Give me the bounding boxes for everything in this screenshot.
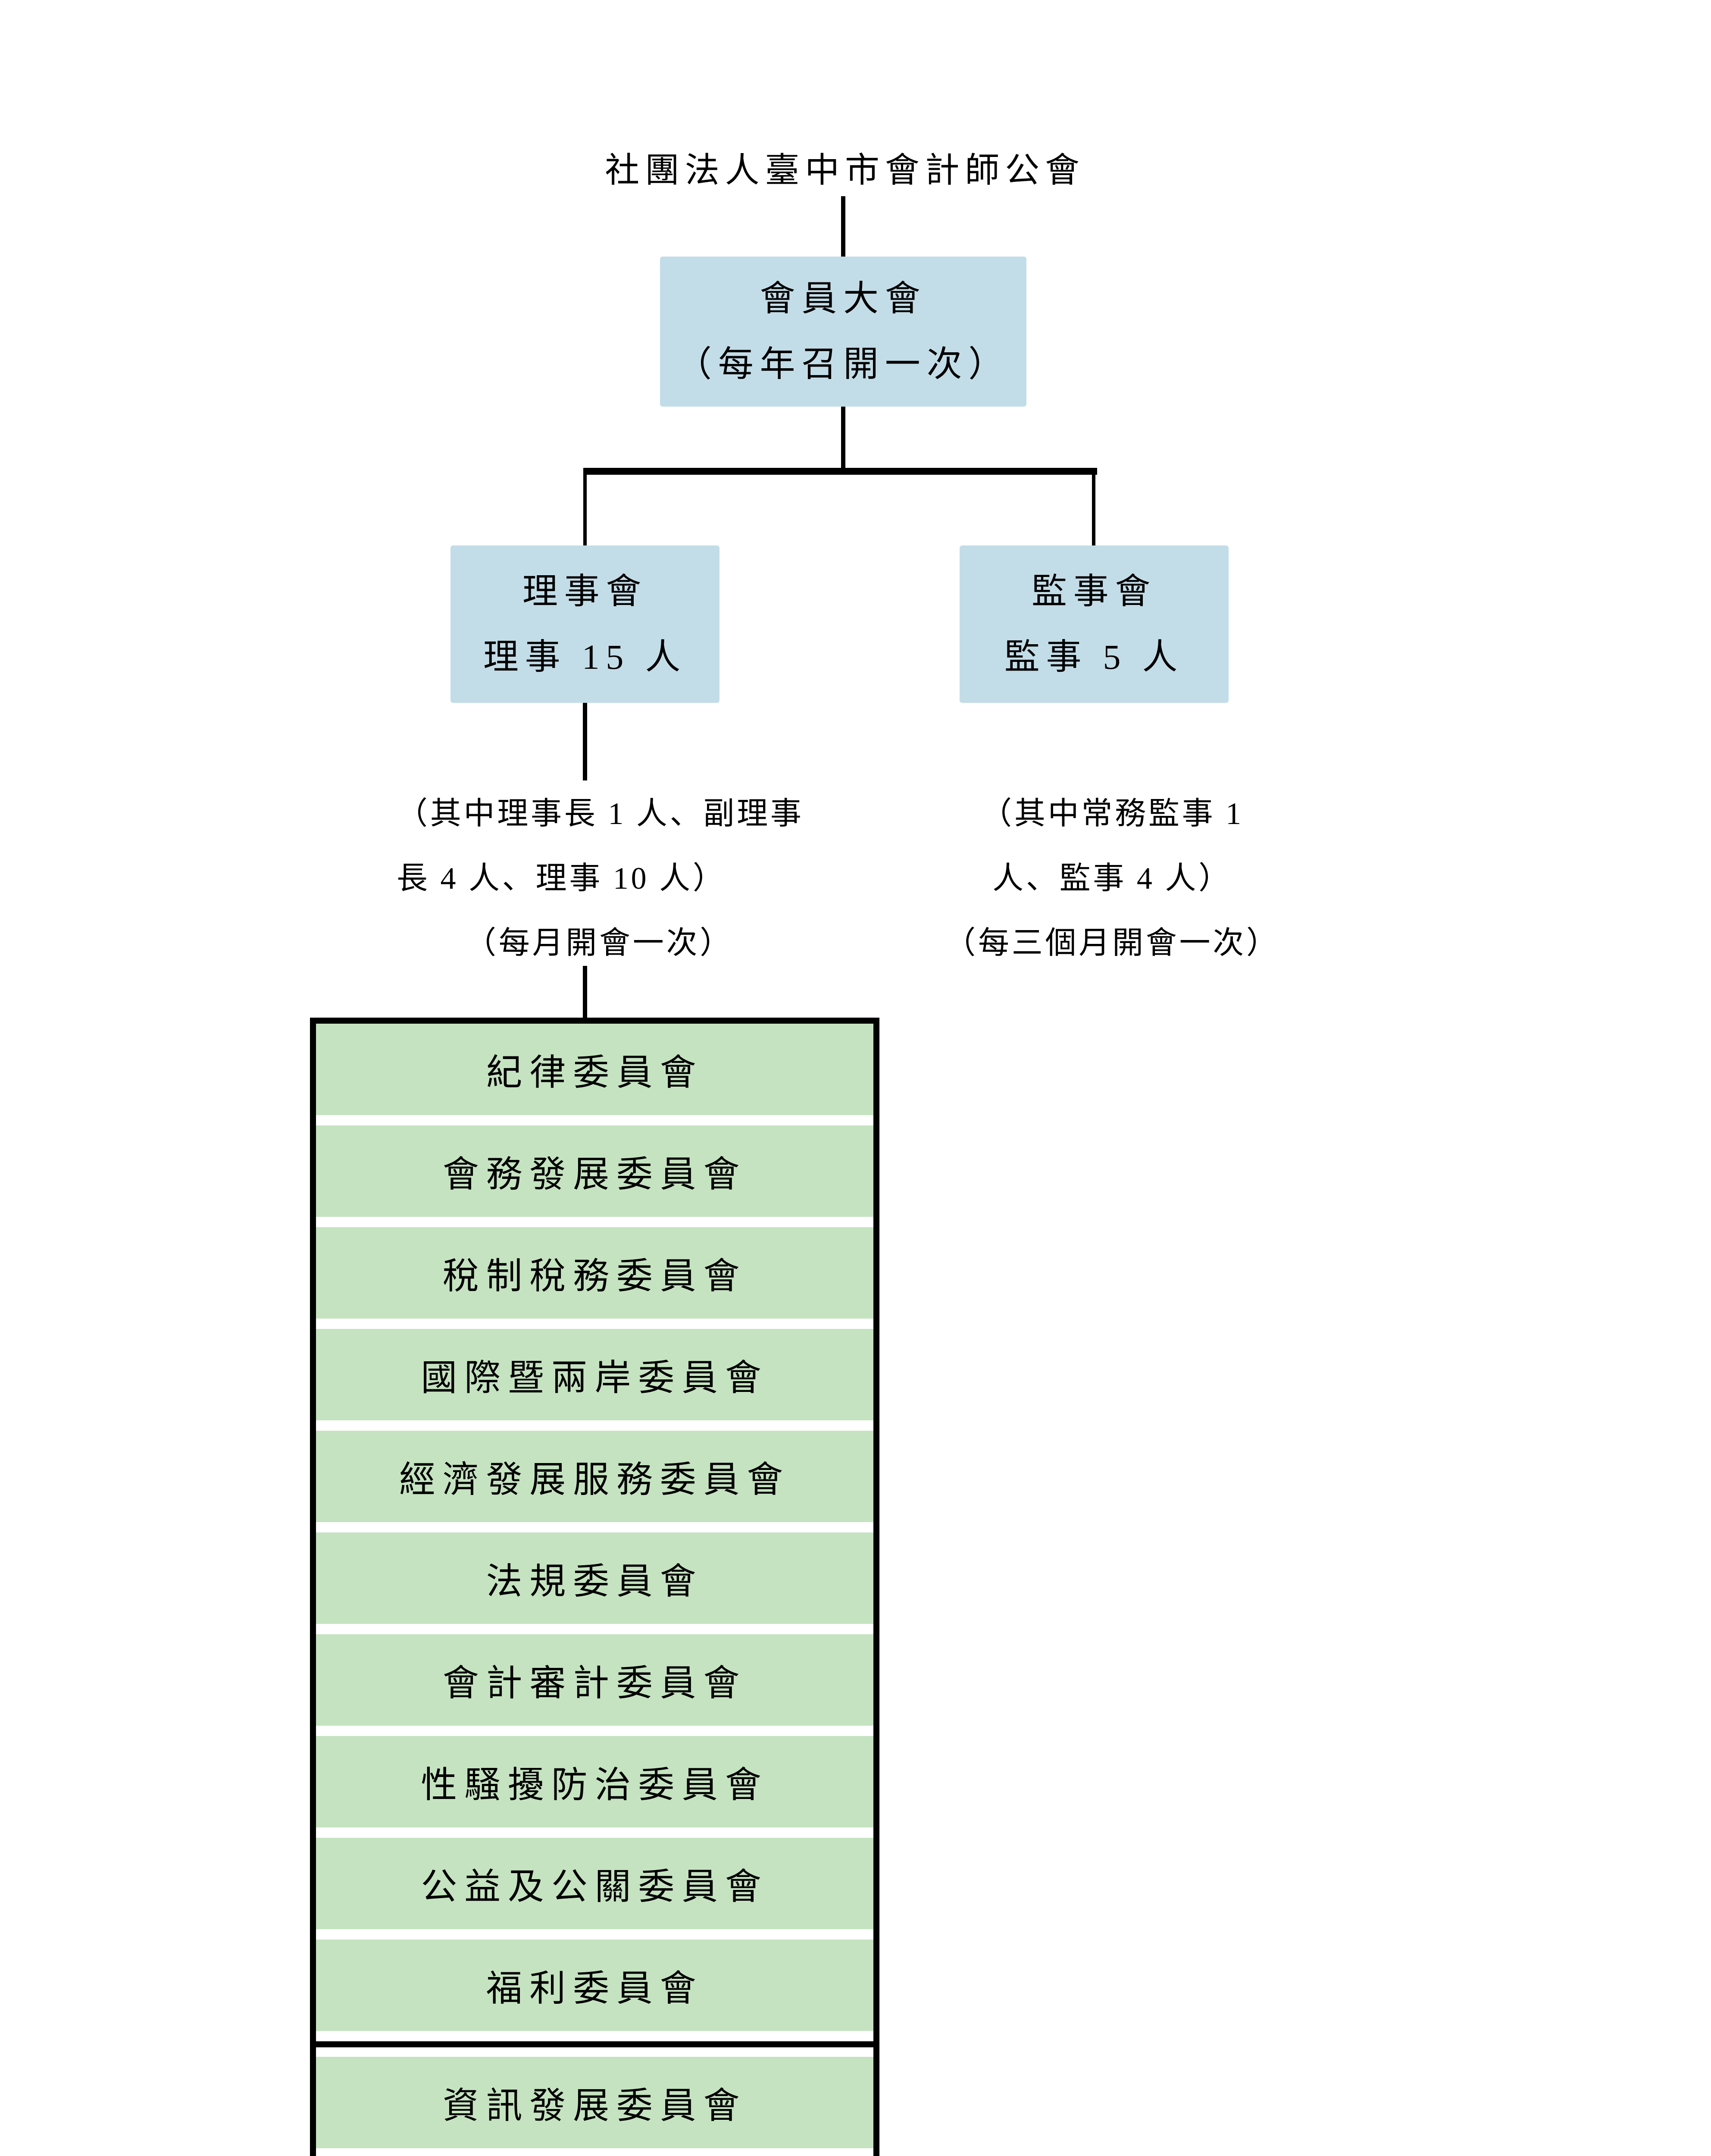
committee-row: 福利委員會 bbox=[316, 1940, 873, 2031]
node-general-assembly: 會員大會 （每年召開一次） bbox=[660, 257, 1026, 407]
committee-row: 法規委員會 bbox=[316, 1532, 873, 1624]
committee-row: 紀律委員會 bbox=[316, 1024, 873, 1115]
connector-title-to-assembly bbox=[841, 196, 845, 257]
annotation-directors: （其中理事長 1 人、副理事 長 4 人、理事 10 人） （每月開會一次） bbox=[397, 781, 802, 975]
connector-drop-directors bbox=[583, 468, 587, 545]
committee-section-divider bbox=[316, 2041, 873, 2047]
committee-row: 資訊發展委員會 bbox=[316, 2057, 873, 2148]
committee-row: 公益及公關委員會 bbox=[316, 1838, 873, 1929]
node-board-of-supervisors: 監事會 監事 5 人 bbox=[960, 545, 1229, 703]
annotation-directors-line1: （其中理事長 1 人、副理事 bbox=[397, 796, 804, 831]
annotation-supervisors-line1: （其中常務監事 1 bbox=[981, 796, 1244, 831]
annotation-directors-line2: 長 4 人、理事 10 人） bbox=[397, 861, 726, 896]
committee-row: 稅制稅務委員會 bbox=[316, 1227, 873, 1319]
annotation-supervisors-line2: 人、監事 4 人） bbox=[992, 861, 1232, 896]
node-directors-count: 理事 15 人 bbox=[483, 637, 687, 677]
committee-row: 國際暨兩岸委員會 bbox=[316, 1329, 873, 1420]
committee-row: 會計審計委員會 bbox=[316, 1634, 873, 1726]
node-directors-name: 理事會 bbox=[522, 571, 648, 611]
committee-row: 會務發展委員會 bbox=[316, 1125, 873, 1217]
connector-committees-stem bbox=[583, 966, 587, 1018]
committee-row: 性騷擾防治委員會 bbox=[316, 1736, 873, 1827]
node-supervisors-count: 監事 5 人 bbox=[1004, 637, 1184, 677]
connector-assembly-stem bbox=[841, 407, 845, 471]
committee-panel: 紀律委員會 會務發展委員會 稅制稅務委員會 國際暨兩岸委員會 經濟發展服務委員會… bbox=[310, 1018, 879, 2156]
annotation-supervisors: （其中常務監事 1 人、監事 4 人） （每三個月開會一次） bbox=[944, 781, 1280, 975]
connector-branch-bar bbox=[585, 468, 1097, 475]
org-title: 社團法人臺中市會計師公會 bbox=[605, 152, 1085, 190]
node-general-assembly-name: 會員大會 bbox=[760, 279, 927, 318]
node-supervisors-name: 監事會 bbox=[1031, 571, 1157, 611]
committee-row: 經濟發展服務委員會 bbox=[316, 1431, 873, 1522]
annotation-directors-frequency: （每月開會一次） bbox=[465, 926, 734, 960]
annotation-supervisors-frequency: （每三個月開會一次） bbox=[945, 926, 1280, 960]
connector-directors-stem bbox=[583, 703, 587, 780]
node-board-of-directors: 理事會 理事 15 人 bbox=[450, 545, 719, 703]
connector-drop-supervisors bbox=[1092, 468, 1095, 545]
node-general-assembly-frequency: （每年召開一次） bbox=[676, 345, 1010, 384]
